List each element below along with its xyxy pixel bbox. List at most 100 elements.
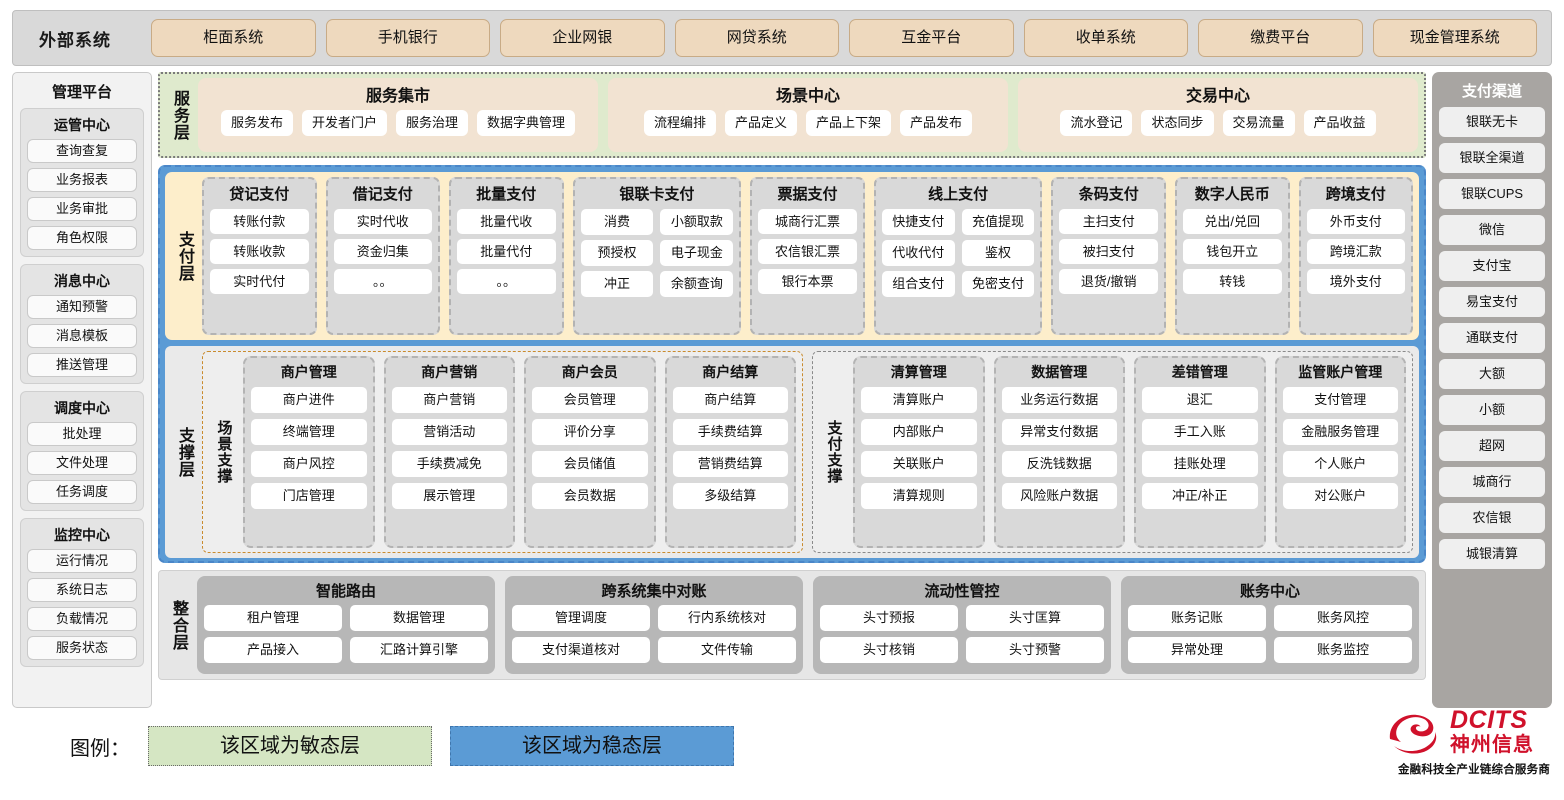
service-item[interactable]: 数据字典管理 — [477, 110, 576, 136]
payment-channel-item[interactable]: 农信银 — [1439, 503, 1545, 533]
support-item[interactable]: 会员数据 — [532, 483, 648, 509]
integration-item[interactable]: 支付渠道核对 — [512, 637, 650, 663]
payment-item[interactable]: 实时代收 — [333, 209, 433, 234]
integration-item[interactable]: 文件传输 — [658, 637, 796, 663]
payment-item[interactable]: 电子现金 — [660, 240, 734, 266]
support-item[interactable]: 商户进件 — [251, 387, 367, 413]
integration-item[interactable]: 租户管理 — [204, 605, 342, 631]
support-item[interactable]: 营销活动 — [391, 419, 507, 445]
support-item[interactable]: 手工入账 — [1142, 419, 1258, 445]
support-item[interactable]: 异常支付数据 — [1001, 419, 1117, 445]
support-item[interactable]: 终端管理 — [251, 419, 367, 445]
service-item[interactable]: 开发者门户 — [301, 110, 387, 136]
integration-item[interactable]: 异常处理 — [1128, 637, 1266, 663]
payment-channel-item[interactable]: 超网 — [1439, 431, 1545, 461]
support-item[interactable]: 会员储值 — [532, 451, 648, 477]
integration-item[interactable]: 账务监控 — [1274, 637, 1412, 663]
management-item[interactable]: 系统日志 — [27, 578, 137, 602]
support-item[interactable]: 挂账处理 — [1142, 451, 1258, 477]
payment-item[interactable]: 批量代收 — [457, 209, 556, 234]
support-item[interactable]: 金融服务管理 — [1282, 419, 1398, 445]
payment-channel-item[interactable]: 易宝支付 — [1439, 287, 1545, 317]
payment-channel-item[interactable]: 银联无卡 — [1439, 107, 1545, 137]
integration-item[interactable]: 汇路计算引擎 — [350, 637, 488, 663]
payment-item[interactable]: 余额查询 — [660, 271, 734, 297]
payment-item[interactable]: 组合支付 — [881, 271, 955, 297]
integration-item[interactable]: 数据管理 — [350, 605, 488, 631]
integration-item[interactable]: 账务风控 — [1274, 605, 1412, 631]
payment-item[interactable]: 。。 — [333, 269, 433, 294]
payment-item[interactable]: 免密支付 — [961, 271, 1035, 297]
payment-item[interactable]: 境外支付 — [1306, 269, 1406, 294]
payment-item[interactable]: 资金归集 — [333, 239, 433, 264]
support-item[interactable]: 业务运行数据 — [1001, 387, 1117, 413]
management-item[interactable]: 运行情况 — [27, 549, 137, 573]
payment-item[interactable]: 批量代付 — [457, 239, 556, 264]
support-item[interactable]: 内部账户 — [861, 419, 977, 445]
payment-channel-item[interactable]: 城银清算 — [1439, 539, 1545, 569]
payment-item[interactable]: 代收代付 — [881, 240, 955, 266]
service-item[interactable]: 状态同步 — [1141, 110, 1214, 136]
management-item[interactable]: 业务审批 — [27, 197, 137, 221]
management-item[interactable]: 通知预警 — [27, 295, 137, 319]
service-item[interactable]: 交易流量 — [1222, 110, 1295, 136]
service-item[interactable]: 服务发布 — [220, 110, 293, 136]
payment-item[interactable]: 。。 — [457, 269, 556, 294]
support-item[interactable]: 清算账户 — [861, 387, 977, 413]
management-item[interactable]: 负载情况 — [27, 607, 137, 631]
support-item[interactable]: 手续费减免 — [391, 451, 507, 477]
integration-item[interactable]: 头寸匡算 — [966, 605, 1104, 631]
service-item[interactable]: 产品收益 — [1303, 110, 1376, 136]
payment-channel-item[interactable]: 小额 — [1439, 395, 1545, 425]
payment-item[interactable]: 主扫支付 — [1059, 209, 1158, 234]
service-item[interactable]: 产品定义 — [724, 110, 797, 136]
service-item[interactable]: 流水登记 — [1060, 110, 1133, 136]
support-item[interactable]: 会员管理 — [532, 387, 648, 413]
management-item[interactable]: 服务状态 — [27, 636, 137, 660]
integration-item[interactable]: 头寸预报 — [820, 605, 958, 631]
support-item[interactable]: 营销费结算 — [672, 451, 788, 477]
external-system-item[interactable]: 柜面系统 — [151, 19, 316, 57]
integration-item[interactable]: 账务记账 — [1128, 605, 1266, 631]
support-item[interactable]: 支付管理 — [1282, 387, 1398, 413]
external-system-item[interactable]: 网贷系统 — [674, 19, 839, 57]
payment-item[interactable]: 快捷支付 — [881, 209, 955, 235]
payment-item[interactable]: 实时代付 — [210, 269, 309, 294]
payment-item[interactable]: 跨境汇款 — [1306, 239, 1406, 264]
external-system-item[interactable]: 互金平台 — [849, 19, 1014, 57]
payment-item[interactable]: 钱包开立 — [1182, 239, 1282, 264]
payment-channel-item[interactable]: 城商行 — [1439, 467, 1545, 497]
management-item[interactable]: 推送管理 — [27, 353, 137, 377]
integration-item[interactable]: 产品接入 — [204, 637, 342, 663]
management-item[interactable]: 批处理 — [27, 422, 137, 446]
management-item[interactable]: 业务报表 — [27, 168, 137, 192]
payment-item[interactable]: 转账收款 — [210, 239, 309, 264]
payment-item[interactable]: 充值提现 — [961, 209, 1035, 235]
external-system-item[interactable]: 企业网银 — [500, 19, 665, 57]
support-item[interactable]: 商户营销 — [391, 387, 507, 413]
support-item[interactable]: 关联账户 — [861, 451, 977, 477]
support-item[interactable]: 商户风控 — [251, 451, 367, 477]
support-item[interactable]: 商户结算 — [672, 387, 788, 413]
support-item[interactable]: 冲正/补正 — [1142, 483, 1258, 509]
support-item[interactable]: 个人账户 — [1282, 451, 1398, 477]
payment-channel-item[interactable]: 通联支付 — [1439, 323, 1545, 353]
payment-item[interactable]: 兑出/兑回 — [1182, 209, 1282, 234]
support-item[interactable]: 门店管理 — [251, 483, 367, 509]
payment-item[interactable]: 城商行汇票 — [758, 209, 857, 234]
payment-item[interactable]: 退货/撤销 — [1059, 269, 1158, 294]
management-item[interactable]: 查询查复 — [27, 139, 137, 163]
support-item[interactable]: 清算规则 — [861, 483, 977, 509]
management-item[interactable]: 角色权限 — [27, 226, 137, 250]
payment-item[interactable]: 银行本票 — [758, 269, 857, 294]
integration-item[interactable]: 行内系统核对 — [658, 605, 796, 631]
external-system-item[interactable]: 现金管理系统 — [1372, 19, 1537, 57]
support-item[interactable]: 对公账户 — [1282, 483, 1398, 509]
payment-channel-item[interactable]: 银联CUPS — [1439, 179, 1545, 209]
payment-item[interactable]: 外币支付 — [1306, 209, 1406, 234]
integration-item[interactable]: 头寸预警 — [966, 637, 1104, 663]
payment-item[interactable]: 转钱 — [1182, 269, 1282, 294]
support-item[interactable]: 反洗钱数据 — [1001, 451, 1117, 477]
payment-channel-item[interactable]: 微信 — [1439, 215, 1545, 245]
payment-channel-item[interactable]: 大额 — [1439, 359, 1545, 389]
